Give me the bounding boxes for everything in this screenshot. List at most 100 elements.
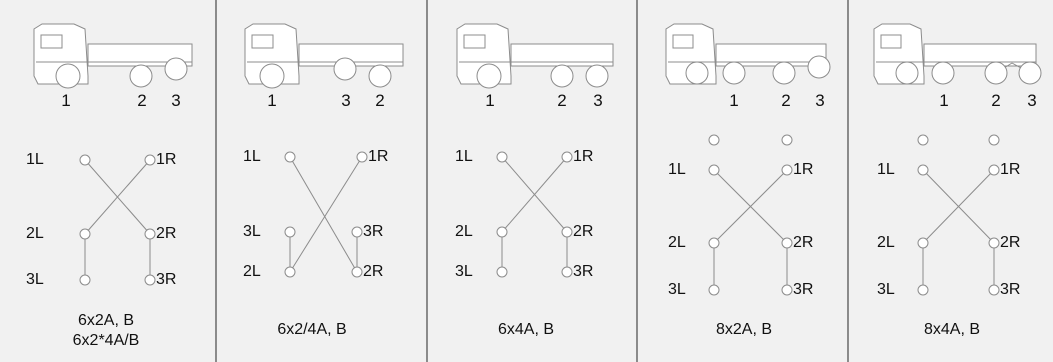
position-label: 1R — [368, 148, 388, 165]
position-label: 2R — [793, 234, 813, 251]
tire-icon — [772, 61, 796, 85]
tire-position-icon — [988, 164, 1000, 176]
truck-side-view — [665, 23, 831, 85]
configuration-caption: 8x4A, B — [924, 321, 980, 338]
panel-8x4: 1 2 3 1L 1R 2L 2R 3L 3R 8x4A, B — [873, 23, 1042, 338]
position-label: 2L — [455, 223, 473, 240]
axle-label: 3 — [341, 91, 350, 110]
position-label: 2L — [668, 234, 686, 251]
position-label: 3L — [243, 223, 261, 240]
position-label: 1L — [455, 148, 473, 165]
truck-side-view — [873, 23, 1042, 85]
tire-position-icon — [351, 226, 363, 238]
tire-position-icon — [496, 151, 508, 163]
tire-icon — [333, 57, 357, 81]
position-label: 1L — [668, 161, 686, 178]
tire-position-icon — [144, 228, 156, 240]
tire-icon — [807, 55, 831, 79]
position-label: 1R — [156, 151, 176, 168]
position-label: 2R — [363, 263, 383, 280]
tire-position-icon — [988, 237, 1000, 249]
tire-position-icon — [284, 226, 296, 238]
position-label: 1R — [1000, 161, 1020, 178]
position-label: 1R — [573, 148, 593, 165]
position-label: 3R — [1000, 281, 1020, 298]
tire-position-icon — [351, 266, 363, 278]
position-label: 2R — [156, 225, 176, 242]
axle-label: 1 — [61, 91, 70, 110]
tire-icon — [476, 63, 502, 89]
truck-side-view — [456, 23, 614, 89]
tire-icon — [895, 61, 919, 85]
position-label: 3R — [793, 281, 813, 298]
tire-position-icon — [708, 284, 720, 296]
configuration-caption: 6x4A, B — [498, 321, 554, 338]
tire-position-icon — [561, 151, 573, 163]
position-label: 3L — [26, 271, 44, 288]
tire-position-icon — [781, 164, 793, 176]
tire-icon — [129, 64, 153, 88]
tire-position-icon — [917, 237, 929, 249]
tire-icon — [368, 64, 392, 88]
tire-icon — [164, 57, 188, 81]
axle-label: 1 — [267, 91, 276, 110]
position-label: 2L — [243, 263, 261, 280]
axle-label: 3 — [171, 91, 180, 110]
position-label: 3L — [455, 263, 473, 280]
tire-icon — [550, 64, 574, 88]
tire-icon — [1018, 61, 1042, 85]
panel-6x2-4: 1 3 2 1L 1R 3L 3R 2L 2R 6x2/4A, B — [243, 23, 404, 338]
position-label: 3R — [573, 263, 593, 280]
tire-position-icon — [284, 151, 296, 163]
tire-position-icon — [708, 164, 720, 176]
tire-position-icon — [561, 266, 573, 278]
axle-label: 3 — [593, 91, 602, 110]
tire-position-icon — [917, 164, 929, 176]
axle-label: 1 — [729, 91, 738, 110]
tire-icon — [931, 61, 955, 85]
tire-position-icon — [708, 237, 720, 249]
position-label: 1L — [26, 151, 44, 168]
position-label: 1L — [243, 148, 261, 165]
tire-icon — [722, 61, 746, 85]
position-label: 3L — [877, 281, 895, 298]
position-label: 2R — [1000, 234, 1020, 251]
axle-label: 2 — [991, 91, 1000, 110]
tire-position-icon — [917, 284, 929, 296]
position-label: 3R — [363, 223, 383, 240]
panel-8x2: 1 2 3 1L 1R 2L 2R 3L 3R 8x2A, B — [665, 23, 831, 338]
position-label: 2R — [573, 223, 593, 240]
position-label: 2L — [877, 234, 895, 251]
axle-label: 1 — [939, 91, 948, 110]
tire-position-icon — [356, 151, 368, 163]
tire-position-icon — [708, 134, 720, 146]
configuration-caption: 6x2/4A, B — [277, 321, 346, 338]
tire-position-icon — [561, 226, 573, 238]
tire-position-icon — [781, 284, 793, 296]
panel-6x4: 1 2 3 1L 1R 2L 2R 3L 3R 6x4A, B — [455, 23, 614, 338]
position-label: 2L — [26, 225, 44, 242]
tire-icon — [685, 61, 709, 85]
tire-position-icon — [79, 274, 91, 286]
configuration-caption: 6x2*4A/B — [73, 332, 140, 349]
configuration-caption: 6x2A, B — [78, 312, 134, 329]
position-label: 3L — [668, 281, 686, 298]
truck-side-view — [244, 23, 404, 89]
tire-position-icon — [781, 237, 793, 249]
axle-label: 2 — [375, 91, 384, 110]
tire-icon — [585, 64, 609, 88]
axle-label: 2 — [137, 91, 146, 110]
axle-label: 3 — [815, 91, 824, 110]
tire-position-icon — [284, 266, 296, 278]
position-label: 3R — [156, 271, 176, 288]
tire-position-icon — [79, 228, 91, 240]
axle-label: 2 — [781, 91, 790, 110]
tire-position-icon — [496, 266, 508, 278]
tire-position-icon — [144, 154, 156, 166]
tire-position-icon — [781, 134, 793, 146]
position-label: 1L — [877, 161, 895, 178]
tire-position-icon — [144, 274, 156, 286]
tire-position-icon — [917, 134, 929, 146]
tire-position-icon — [988, 134, 1000, 146]
